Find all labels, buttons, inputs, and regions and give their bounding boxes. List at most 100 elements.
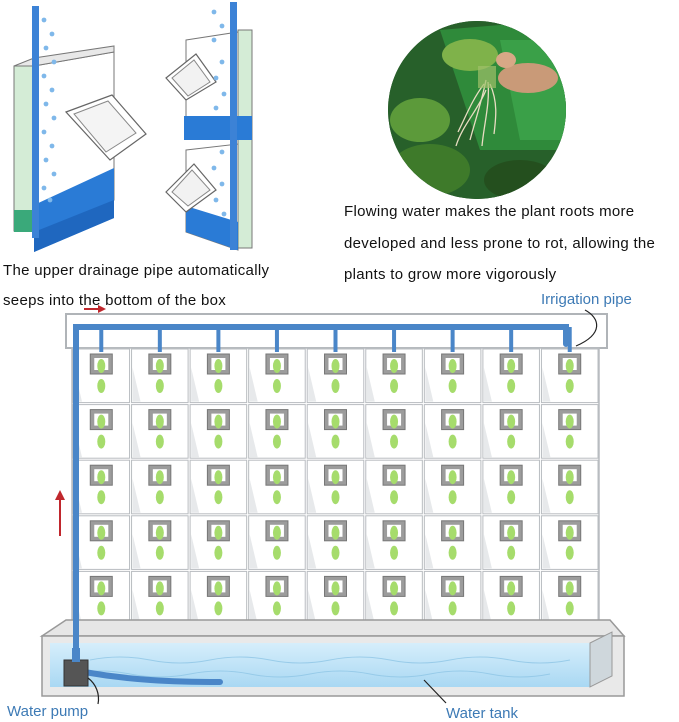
plant-drip (97, 545, 106, 560)
plant-drip (155, 545, 164, 560)
plant (390, 470, 399, 485)
planter-cell (540, 404, 599, 459)
plant (507, 525, 516, 540)
planter-cell (189, 404, 248, 459)
plant (565, 414, 574, 429)
planter-cell (248, 515, 306, 570)
planter-cell (423, 570, 482, 633)
plant (214, 359, 223, 373)
planter-cell (540, 459, 599, 515)
plant (331, 470, 340, 485)
plant (214, 525, 223, 540)
planter-cell (131, 348, 189, 404)
planter-cell (482, 348, 540, 404)
plant-drip (214, 545, 223, 560)
plant-drip (155, 434, 164, 449)
planter-cell (306, 348, 365, 404)
planter-cell (540, 515, 599, 570)
plant (97, 359, 106, 373)
planter-cell (306, 570, 365, 633)
plant (507, 414, 516, 429)
water-drops-right (211, 9, 227, 217)
water-pump-leader (87, 677, 100, 705)
water-pump-label: Water pump (7, 703, 89, 720)
plant-drip (448, 379, 457, 393)
planter-cell (131, 459, 189, 515)
plant (272, 581, 281, 596)
plant (507, 581, 516, 596)
plant (272, 470, 281, 485)
plant (97, 470, 106, 485)
wall-cells (72, 348, 599, 633)
planter-cell (306, 404, 365, 459)
plant (390, 581, 399, 596)
plant (214, 581, 223, 596)
vertical-garden-wall (39, 305, 626, 705)
drainage-caption-line1: The upper drainage pipe automatically (3, 262, 270, 279)
planter-cell (365, 570, 423, 633)
plant (214, 414, 223, 429)
planter-cell (482, 515, 540, 570)
plant-drip (390, 545, 399, 560)
planter-cell (72, 404, 131, 459)
plant (155, 359, 164, 373)
planter-cell (482, 459, 540, 515)
water-pump (63, 659, 89, 687)
planter-cell (72, 515, 131, 570)
water-tank-label: Water tank (446, 705, 518, 722)
plant (507, 470, 516, 485)
plant (331, 525, 340, 540)
plant-drip (272, 434, 281, 449)
plant-drip (390, 490, 399, 505)
plant-drip (331, 490, 340, 505)
planter-box-left (13, 6, 147, 252)
plant (155, 581, 164, 596)
plant-drip (214, 434, 223, 449)
plant-drip (97, 601, 106, 616)
plant-drip (565, 601, 574, 616)
planter-cell (248, 348, 306, 404)
plant-drip (97, 379, 106, 393)
plant (565, 359, 574, 373)
flow-arrow-right (84, 305, 106, 313)
plant (448, 470, 457, 485)
planter-cell (189, 570, 248, 633)
planter-box-right (165, 2, 253, 251)
irrigation-pipe-label: Irrigation pipe (541, 291, 632, 308)
plant-drip (214, 601, 223, 616)
plant (448, 414, 457, 429)
planter-cell (131, 570, 189, 633)
plant-drip (565, 490, 574, 505)
plant (272, 525, 281, 540)
planter-cell (540, 348, 599, 404)
plant (448, 525, 457, 540)
planter-cell (423, 348, 482, 404)
planter-cell (306, 515, 365, 570)
plant (97, 414, 106, 429)
plant-drip (507, 434, 516, 449)
planter-cell (365, 348, 423, 404)
planter-cell (72, 348, 131, 404)
plant-drip (331, 601, 340, 616)
plant-drip (448, 545, 457, 560)
plant-drip (507, 601, 516, 616)
plant-drip (272, 601, 281, 616)
plant (97, 581, 106, 596)
plant-drip (448, 490, 457, 505)
plant (155, 414, 164, 429)
plant (448, 359, 457, 373)
plant (507, 359, 516, 373)
plant-drip (448, 601, 457, 616)
plant (97, 525, 106, 540)
plant-drip (565, 545, 574, 560)
plant-drip (565, 379, 574, 393)
plant-drip (214, 490, 223, 505)
planter-cell (365, 515, 423, 570)
plant-drip (155, 379, 164, 393)
plant (390, 525, 399, 540)
plant-drip (97, 434, 106, 449)
drainage-illustration (13, 2, 253, 252)
water-tank-leader (423, 679, 447, 704)
plant-drip (448, 434, 457, 449)
plant (272, 414, 281, 429)
